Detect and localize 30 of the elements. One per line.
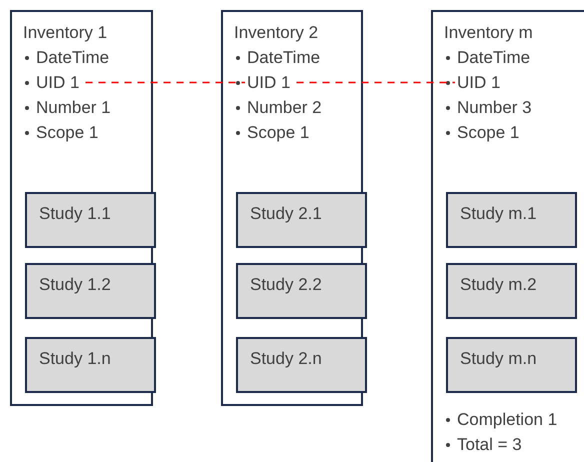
study-box: Study 1.n: [25, 337, 156, 393]
list-item-text: UID 1: [457, 70, 500, 95]
list-item-text: Completion 1: [457, 409, 558, 431]
list-item-text: Number 2: [247, 97, 322, 119]
list-item-text: Number 1: [36, 97, 111, 119]
inventory-title: Inventory 2: [234, 22, 320, 44]
list-item-text: Total = 3: [457, 434, 522, 456]
study-box: Study 2.1: [236, 192, 367, 248]
inventory-title: Inventory m: [444, 22, 534, 44]
list-item-text: UID 1: [247, 70, 290, 95]
dashed-connector: [85, 82, 245, 84]
study-box: Study 2.2: [236, 263, 367, 319]
inventory-box: [431, 10, 584, 462]
inventory-box: [10, 10, 153, 406]
list-item-text: Number 3: [457, 97, 532, 119]
study-box: Study m.n: [446, 337, 577, 393]
list-item-text: Scope 1: [36, 122, 98, 144]
list-item-text: Scope 1: [457, 122, 520, 144]
list-item-text: DateTime: [457, 47, 530, 69]
list-item-text: DateTime: [247, 47, 320, 69]
list-item-text: DateTime: [36, 47, 110, 69]
dashed-connector: [296, 82, 455, 84]
study-box: Study m.2: [446, 263, 577, 319]
list-item-text: Scope 1: [247, 122, 310, 144]
study-box: Study 1.1: [25, 192, 156, 248]
inventory-title: Inventory 1: [23, 22, 108, 44]
study-box: Study 2.n: [236, 337, 367, 393]
list-item-text: UID 1: [36, 70, 80, 95]
study-box: Study 1.2: [25, 263, 156, 319]
study-box: Study m.1: [446, 192, 577, 248]
